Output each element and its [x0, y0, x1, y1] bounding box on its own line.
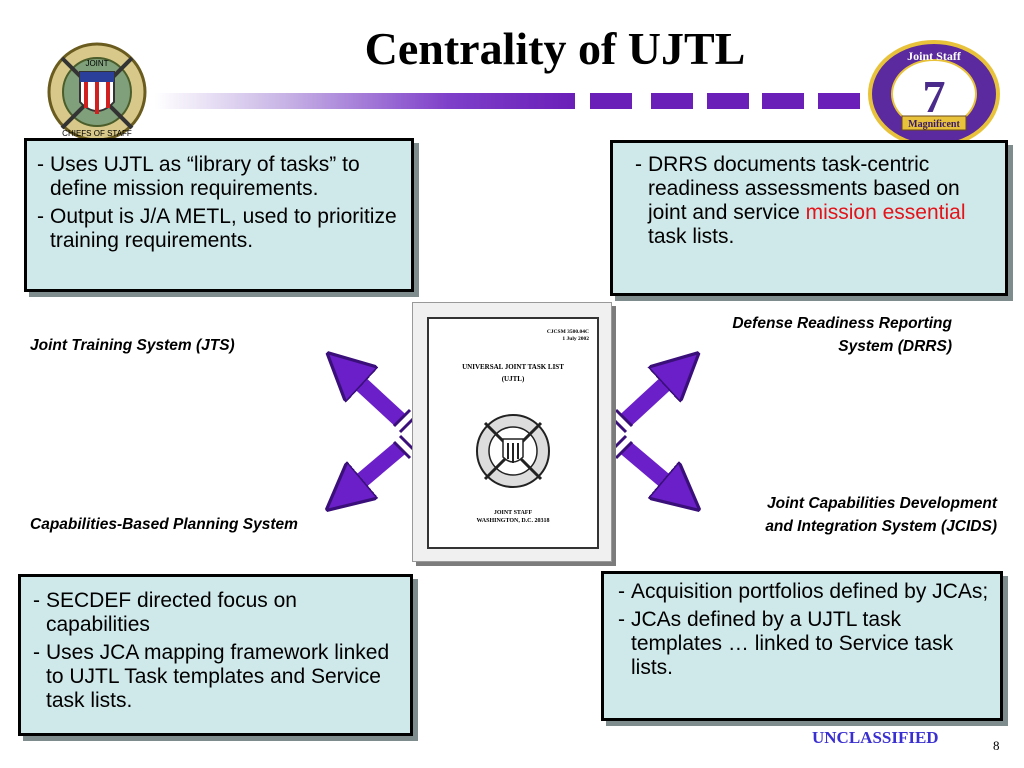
drrs-text-before: DRRS documents task-centric readiness as… [648, 153, 960, 224]
slide-title: Centrality of UJTL [364, 23, 746, 74]
bullet-item: -Uses JCA mapping framework linked to UJ… [33, 641, 390, 712]
bullet-item: -Output is J/A METL, used to prioritize … [37, 205, 397, 252]
bullet-item: -DRRS documents task-centric readiness a… [635, 153, 966, 248]
jcs-seal-logo: JOINT CHIEFS OF STAFF [47, 42, 147, 142]
title-bar-segment [818, 93, 860, 109]
document-issuer: JOINT STAFF WASHINGTON, D.C. 20318 [476, 510, 550, 524]
jcids-label: Joint Capabilities Development and Integ… [765, 495, 997, 535]
right-seal-text: Joint Staff [907, 49, 962, 63]
jts-label: Joint Training System (JTS) [30, 337, 235, 354]
arrow-to-jcids [620, 441, 678, 492]
title-bar-segment [762, 93, 804, 109]
drrs-description-box: -DRRS documents task-centric readiness a… [610, 140, 1008, 296]
document-seal-icon [476, 414, 550, 488]
title-bar-segment [651, 93, 693, 109]
cbps-description-box: -SECDEF directed focus on capabilities -… [18, 574, 413, 736]
document-reference: CJCSM 3500.04C 1 July 2002 [546, 329, 589, 342]
jts-description-box: -Uses UJTL as “library of tasks” to defi… [24, 138, 414, 292]
cbps-label: Capabilities-Based Planning System [30, 516, 298, 533]
title-bar-segment [590, 93, 632, 109]
classification-marking: UNCLASSIFIED [812, 728, 939, 747]
bullet-item: -Uses UJTL as “library of tasks” to defi… [37, 153, 360, 200]
right-seal-number: 7 [923, 71, 946, 122]
page-number: 8 [993, 738, 1000, 753]
drrs-text-after: task lists. [648, 225, 735, 248]
ujtl-document-page: CJCSM 3500.04C 1 July 2002 UNIVERSAL JOI… [427, 317, 599, 549]
arrow-to-drrs [620, 372, 678, 426]
ujtl-document-image: CJCSM 3500.04C 1 July 2002 UNIVERSAL JOI… [412, 302, 612, 562]
left-seal-top-text: JOINT [85, 59, 108, 68]
arrow-to-cbps [348, 441, 406, 492]
bullet-item: -JCAs defined by a UJTL task templates …… [618, 608, 954, 679]
document-title: UNIVERSAL JOINT TASK LIST (UJTL) [462, 363, 564, 383]
arrow-to-jts [348, 372, 406, 426]
title-gradient-bar [155, 93, 575, 109]
bullet-item: -SECDEF directed focus on capabilities [33, 589, 297, 636]
bullet-item: -Acquisition portfolios defined by JCAs; [618, 580, 989, 603]
right-seal-banner: Magnificent [908, 119, 960, 130]
title-bar-segment [707, 93, 749, 109]
left-seal-bottom-text: CHIEFS OF STAFF [62, 129, 132, 138]
drrs-label: Defense Readiness Reporting System (DRRS… [732, 315, 952, 355]
jcids-description-box: -Acquisition portfolios defined by JCAs;… [601, 571, 1003, 721]
mission-essential-highlight: mission essential [805, 201, 966, 224]
